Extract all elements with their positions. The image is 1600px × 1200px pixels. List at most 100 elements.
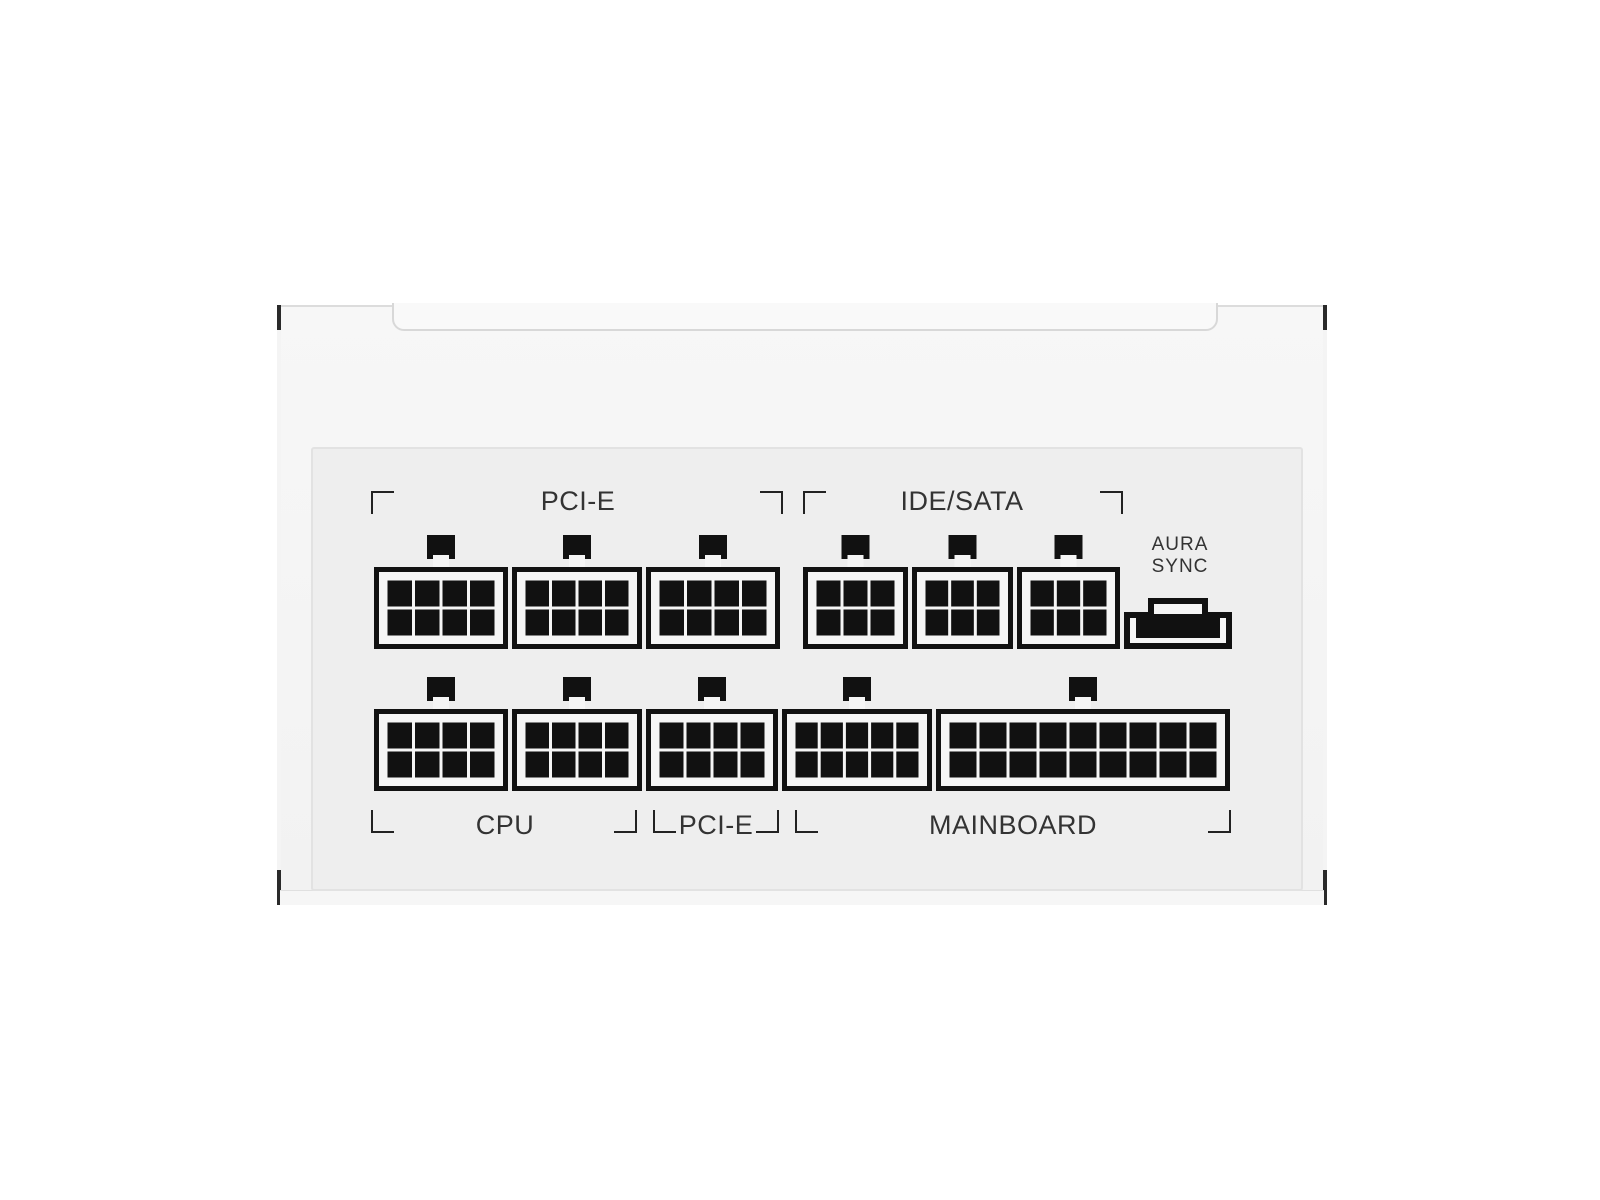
pcie-top-3-latch-gap [705, 555, 721, 567]
mainboard-18pin-pin [1099, 722, 1127, 749]
pcie-top-3-pin [714, 580, 739, 607]
sata-3-latch-gap [1060, 555, 1077, 567]
sata-2-pin [976, 609, 1000, 636]
psu-right-edge-highlight [1323, 330, 1327, 870]
pcie-bottom-pin [659, 722, 684, 749]
pcie-bottom-pin [686, 751, 711, 778]
sata-1-pin [816, 609, 841, 636]
bracket-pcie-bottom-right [756, 810, 779, 833]
cpu-2-pin [605, 722, 629, 749]
bracket-ide-sata-left [803, 491, 826, 514]
mainboard-18pin-pin [1189, 751, 1217, 778]
pcie-top-3-pin [659, 580, 684, 607]
pcie-top-2 [512, 535, 642, 649]
pcie-top-1-pin [387, 580, 412, 607]
cpu-1-pin [415, 751, 440, 778]
sata-3-pin [1083, 609, 1107, 636]
mainboard-18pin-pin [1159, 751, 1187, 778]
sata-2-pin [925, 609, 949, 636]
sata-1-pin [870, 609, 895, 636]
pcie-top-2-latch-gap [569, 555, 585, 567]
cpu-2 [512, 677, 642, 791]
sata-3-pin [1030, 580, 1054, 607]
pcie-bottom [646, 677, 778, 791]
pcie-top-3-pin [687, 580, 712, 607]
bracket-pcie-top-right [760, 491, 783, 514]
sata-1 [803, 535, 908, 649]
pcie-bottom-pin [740, 722, 765, 749]
cpu-2-pin [525, 722, 549, 749]
cpu-2-pin [552, 751, 576, 778]
sata-3-pin [1056, 580, 1081, 607]
pcie-top-2-pin [552, 609, 576, 636]
cpu-2-pin [605, 751, 629, 778]
mainboard-18pin-pin [979, 751, 1007, 778]
top-tab [392, 303, 1218, 331]
sata-2 [912, 535, 1013, 649]
label-ide-sata: IDE/SATA [900, 486, 1024, 516]
sata-1-pin [870, 580, 895, 607]
pcie-top-2-pin [605, 609, 629, 636]
pcie-top-2-pin [605, 580, 629, 607]
mainboard-18pin-pin [979, 722, 1007, 749]
aura-sync-connector [1124, 598, 1232, 649]
cpu-1-pin [442, 751, 467, 778]
mainboard-10pin-pin [795, 751, 818, 778]
pcie-top-1-pin [470, 580, 495, 607]
sata-2-pin [951, 580, 974, 607]
label-pcie-bottom: PCI-E [678, 810, 754, 840]
bracket-cpu-right [614, 810, 637, 833]
sata-3 [1017, 535, 1120, 649]
pcie-top-3-pin [742, 580, 767, 607]
pcie-top-1-pin [415, 609, 440, 636]
mainboard-10pin-pin [871, 722, 894, 749]
pcie-top-3 [646, 535, 780, 649]
cpu-2-pin [552, 722, 576, 749]
pcie-top-1-pin [442, 580, 467, 607]
sata-1-latch-gap [847, 555, 864, 567]
pcie-top-1-pin [415, 580, 440, 607]
label-aura: AURA [1151, 534, 1209, 555]
mainboard-10pin-pin [820, 722, 843, 749]
cpu-1-latch-gap [433, 697, 449, 709]
label-aura-sync: AURA SYNC [1152, 534, 1209, 578]
cpu-1-pin [387, 751, 412, 778]
sata-2-pin [925, 580, 949, 607]
label-sync: SYNC [1151, 556, 1209, 577]
sata-3-pin [1083, 580, 1107, 607]
sata-2-latch-gap [954, 555, 971, 567]
mainboard-18pin [936, 677, 1230, 791]
mainboard-18pin-pin [1069, 722, 1097, 749]
mainboard-18pin-pin [949, 751, 977, 778]
cpu-1-pin [470, 751, 495, 778]
pcie-top-3-pin [659, 609, 684, 636]
bracket-mainboard-right [1208, 810, 1231, 833]
pcie-top-1-pin [387, 609, 412, 636]
mainboard-10pin-pin [845, 751, 869, 778]
mainboard-18pin-pin [1159, 722, 1187, 749]
mainboard-18pin-pin [1189, 722, 1217, 749]
cpu-1 [374, 677, 508, 791]
pcie-bottom-pin [740, 751, 765, 778]
pcie-top-3-pin [714, 609, 739, 636]
pcie-top-1 [374, 535, 508, 649]
bracket-cpu-left [371, 810, 394, 833]
sata-3-pin [1056, 609, 1081, 636]
mainboard-18pin-pin [1009, 751, 1037, 778]
sata-1-pin [843, 580, 868, 607]
sata-2-pin [976, 580, 1000, 607]
pcie-top-3-pin [687, 609, 712, 636]
sata-1-pin [816, 580, 841, 607]
pcie-top-2-pin [552, 580, 576, 607]
cpu-1-pin [415, 722, 440, 749]
bracket-pcie-top-left [371, 491, 394, 514]
pcie-bottom-pin [659, 751, 684, 778]
mainboard-10pin-latch-gap [849, 697, 865, 709]
pcie-bottom-latch-gap [704, 697, 720, 709]
sata-2-pin [951, 609, 974, 636]
mainboard-10pin [782, 677, 932, 791]
mainboard-18pin-pin [1129, 751, 1157, 778]
bracket-pcie-bottom-left [653, 810, 676, 833]
cpu-2-pin [578, 722, 602, 749]
